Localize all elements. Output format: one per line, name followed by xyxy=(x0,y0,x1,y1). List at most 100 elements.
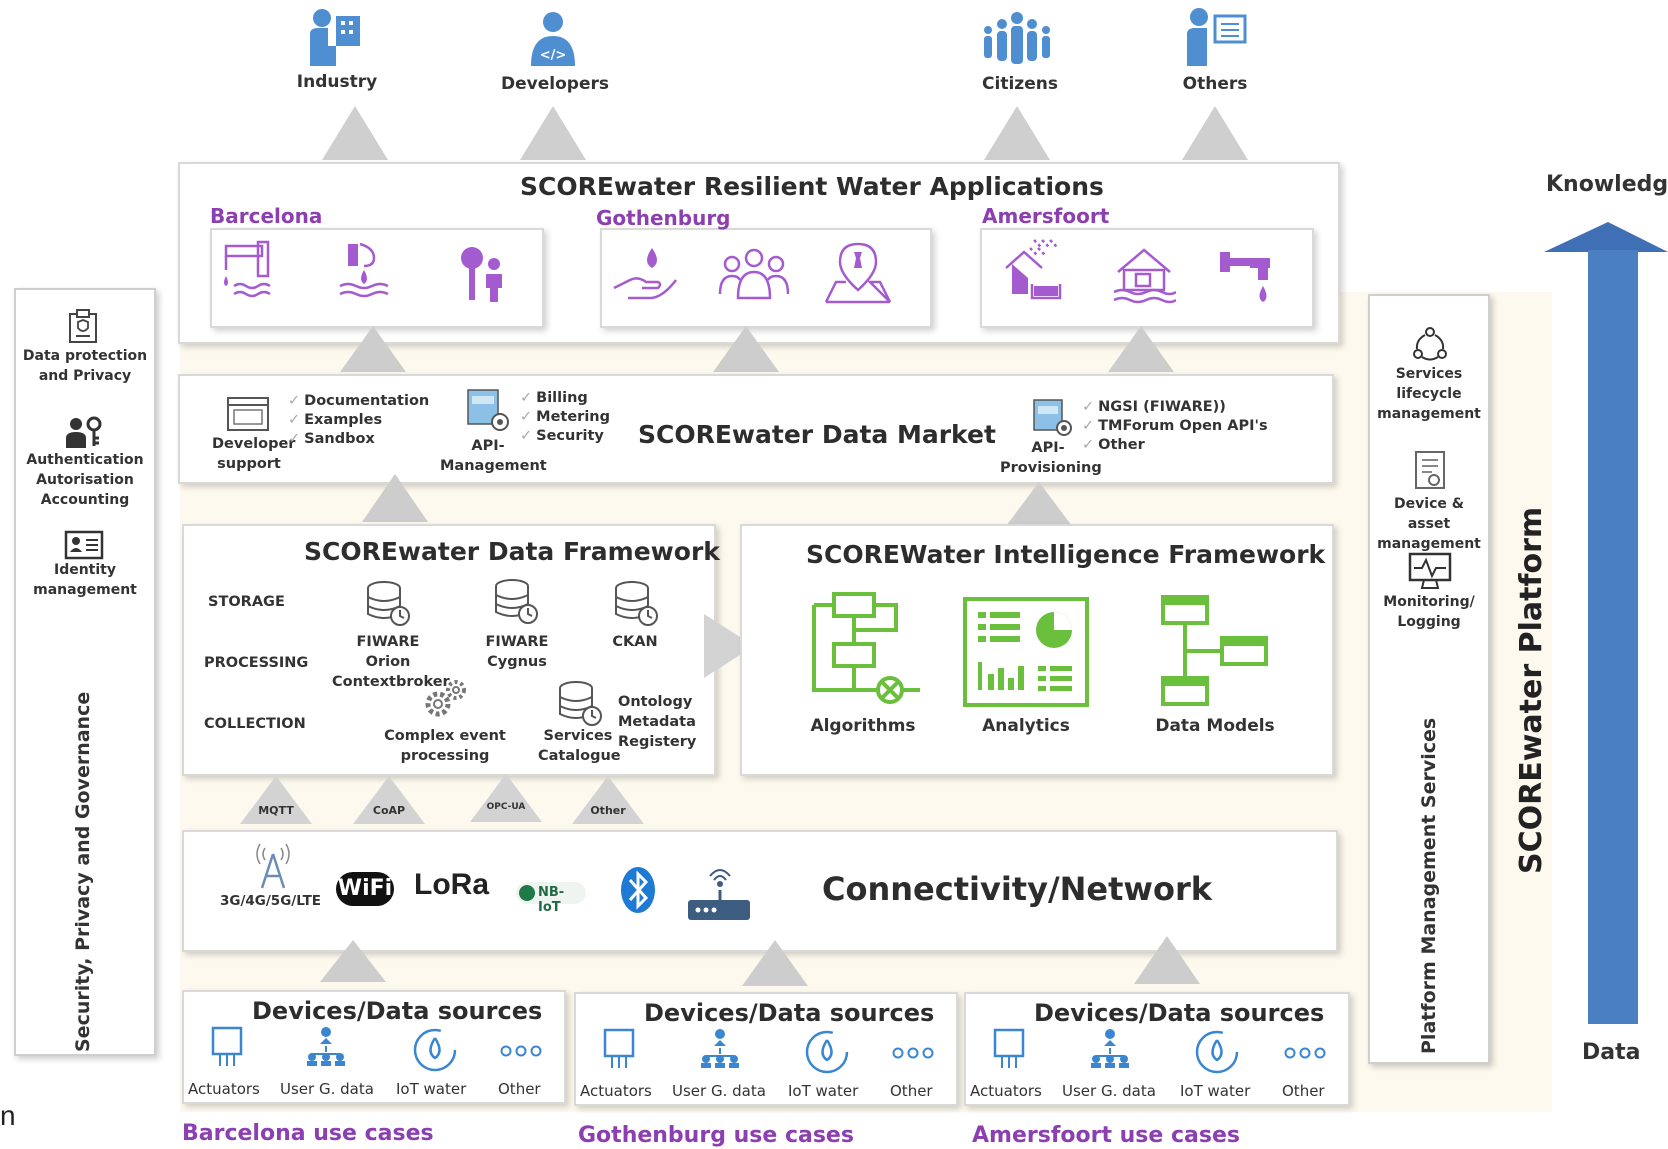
security-panel-title: Security, Privacy and Governance xyxy=(72,691,94,1052)
database-clock-icon xyxy=(367,581,410,626)
user-group-icon xyxy=(1091,1029,1129,1068)
platform-management-title: Platform Management Services xyxy=(1418,717,1440,1054)
flow-arrow xyxy=(1182,106,1248,160)
svg-text:</>: </> xyxy=(540,48,567,63)
database-clock-icon xyxy=(559,681,602,726)
platform-item-device-asset: Device & asset management xyxy=(1377,496,1481,552)
component-ontology: Ontology Metadata Registery xyxy=(618,694,697,750)
others-icon xyxy=(1187,8,1247,66)
more-icon xyxy=(892,1047,934,1059)
flow-arrow xyxy=(520,106,586,160)
applications-title: SCOREwater Resilient Water Applications xyxy=(520,172,1104,201)
city-label-barcelona: Barcelona xyxy=(210,204,323,228)
intelligence-title: SCOREWater Intelligence Framework xyxy=(806,540,1326,569)
identity-card-icon xyxy=(64,530,104,560)
component-cep: Complex event processing xyxy=(384,728,506,764)
water-pollution-icon xyxy=(339,242,389,298)
algorithms-icon xyxy=(812,592,920,704)
rain-house-icon xyxy=(1005,239,1062,300)
platform-item-lifecycle: Services lifecycle management xyxy=(1377,366,1481,422)
analytics-icon xyxy=(963,597,1089,707)
flow-arrow xyxy=(984,106,1050,160)
device-label-user-data: User G. data xyxy=(280,1080,374,1098)
security-item-authentication: Authentication Autorisation Accounting xyxy=(26,452,144,508)
use-case-barcelona: Barcelona use cases xyxy=(182,1121,434,1146)
device-label-iot-water: IoT water xyxy=(396,1080,467,1098)
audience-label: Industry xyxy=(296,72,378,92)
nbiot-label: NB-IoT xyxy=(538,885,565,915)
data-protection-icon xyxy=(69,309,97,343)
intelligence-layer xyxy=(740,524,1334,776)
list-item: NGSI (FIWARE)) xyxy=(1098,399,1226,415)
flow-arrow xyxy=(362,474,428,522)
iot-water-icon xyxy=(805,1030,849,1074)
devices-box xyxy=(574,992,958,1106)
protocol-label-opcua: OPC-UA xyxy=(486,802,526,812)
use-case-gothenburg: Gothenburg use cases xyxy=(578,1123,854,1148)
water-tap-icon xyxy=(224,240,271,298)
lora-logo: LoRa xyxy=(414,868,489,901)
nbiot-logo: NB-IoT xyxy=(516,882,586,915)
iot-water-icon xyxy=(1195,1030,1239,1074)
protocol-label-mqtt: MQTT xyxy=(258,804,294,817)
water-hand-icon xyxy=(613,248,677,300)
developer-support-list: ✓Documentation ✓Examples ✓Sandbox xyxy=(288,393,430,447)
device-asset-icon xyxy=(1415,451,1445,489)
devices-box xyxy=(964,992,1350,1106)
lifecycle-icon xyxy=(1413,327,1447,361)
connectivity-title: Connectivity/Network xyxy=(822,870,1213,908)
audience-label: Others xyxy=(1182,74,1248,94)
protocol-label-coap: CoAP xyxy=(372,804,406,817)
protocol-arrow xyxy=(470,774,542,822)
actuator-icon xyxy=(993,1028,1025,1068)
api-management-icon xyxy=(467,389,509,431)
row-label-collection: COLLECTION xyxy=(204,716,306,732)
developer-icon: </> xyxy=(531,12,575,66)
api-provisioning-icon xyxy=(1033,399,1072,436)
flow-arrow xyxy=(1134,936,1200,984)
protocol-label-other: Other xyxy=(590,804,626,817)
list-item: TMForum Open API's xyxy=(1098,418,1268,434)
security-item-data-protection: Data protection and Privacy xyxy=(22,348,148,384)
developer-support-label: Developer support xyxy=(212,436,296,472)
api-management-label: API-Management xyxy=(440,438,547,474)
user-group-icon xyxy=(701,1029,739,1068)
flow-arrow xyxy=(713,326,779,372)
intelligence-item-analytics: Analytics xyxy=(982,716,1070,736)
list-item: Other xyxy=(1098,437,1145,453)
device-label-other: Other xyxy=(890,1082,933,1100)
database-clock-icon xyxy=(615,581,658,626)
more-icon xyxy=(1284,1047,1326,1059)
arrow-bottom-label: Data xyxy=(1582,1040,1641,1065)
list-item: Security xyxy=(536,428,604,444)
stray-text: n xyxy=(0,1100,16,1131)
more-icon xyxy=(500,1045,542,1057)
data-market-title: SCOREwater Data Market xyxy=(638,420,996,449)
data-models-icon xyxy=(1161,595,1268,706)
devices-title: Devices/Data sources xyxy=(1034,999,1325,1027)
gears-icon xyxy=(425,680,466,717)
component-ckan: CKAN xyxy=(612,634,658,650)
device-label-user-data: User G. data xyxy=(1062,1082,1156,1100)
security-panel xyxy=(14,288,156,1056)
component-services-catalogue: Services Catalogue xyxy=(538,728,621,764)
industry-icon xyxy=(310,9,360,66)
list-item: Examples xyxy=(304,412,383,428)
device-label-iot-water: IoT water xyxy=(788,1082,859,1100)
component-orion: FIWARE Orion Contextbroker xyxy=(332,634,450,690)
api-provisioning-list: ✓NGSI (FIWARE)) ✓TMForum Open API's ✓Oth… xyxy=(1082,399,1268,453)
globe-icon xyxy=(519,885,535,901)
api-management-list: ✓Billing ✓Metering ✓Security xyxy=(520,390,611,444)
device-label-actuators: Actuators xyxy=(580,1082,652,1100)
api-provisioning-label: API-Provisioning xyxy=(1000,440,1102,476)
security-item-identity: Identity management xyxy=(33,562,137,598)
iot-water-icon xyxy=(413,1028,457,1072)
row-label-storage: STORAGE xyxy=(208,594,285,610)
platform-management-panel xyxy=(1368,294,1490,1064)
list-item: Billing xyxy=(536,390,588,406)
data-framework-title: SCOREwater Data Framework xyxy=(304,537,720,566)
flow-arrow xyxy=(340,326,406,372)
devices-box xyxy=(182,990,566,1104)
cellular-label: 3G/4G/5G/LTE xyxy=(220,893,322,909)
platform-item-monitoring: Monitoring/ Logging xyxy=(1383,594,1475,630)
